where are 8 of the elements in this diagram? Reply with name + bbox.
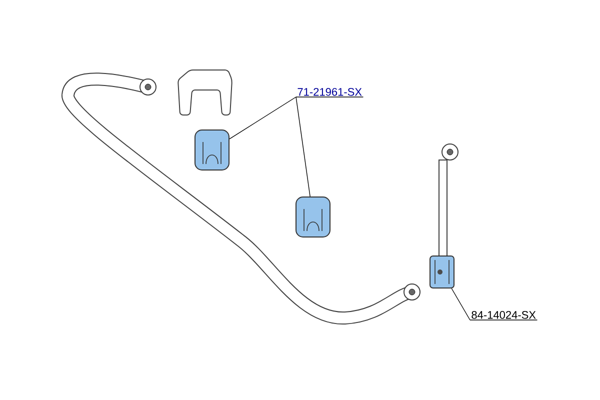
part-number: 84-14024-SX [472,311,536,319]
leader-line [296,96,310,197]
link-bracket-picture [430,256,454,288]
bushing-picture [296,196,330,238]
leader-line [229,96,296,140]
part-number: 71-21961-SX [298,88,362,96]
leader-line [451,288,470,320]
bushing-picture [194,130,230,170]
